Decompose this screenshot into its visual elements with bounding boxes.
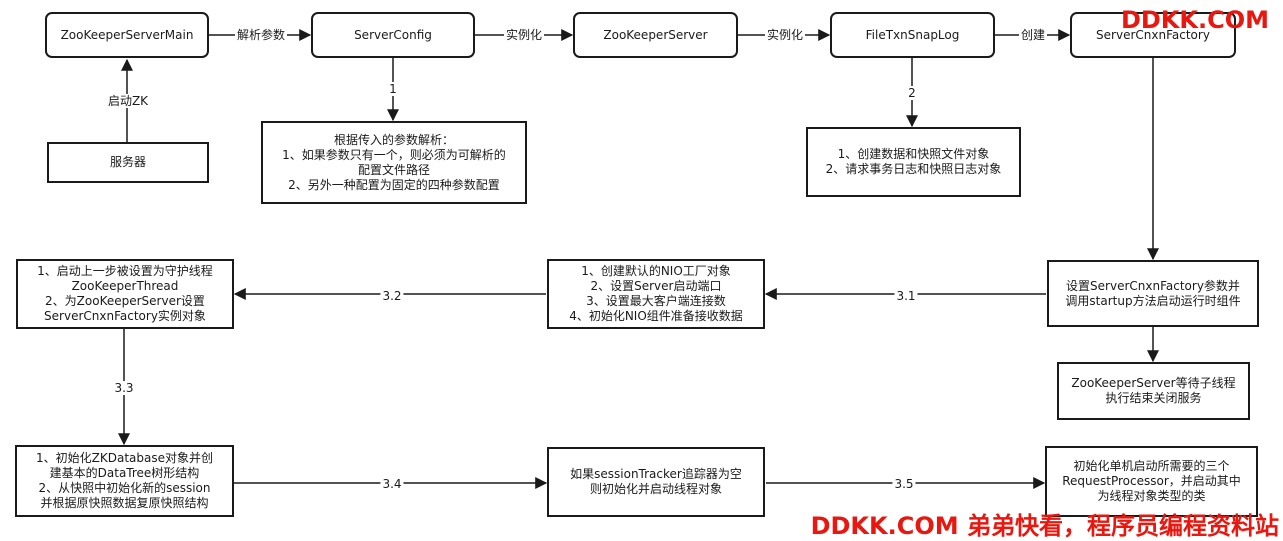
node-server-config-label: ServerConfig: [354, 27, 432, 42]
edge-label-step-1: 1: [387, 82, 399, 96]
node-wait-threads: ZooKeeperServer等待子线程 执行结束关闭服务: [1057, 362, 1250, 420]
node-setup-factory: 设置ServerCnxnFactory参数并 调用startup方法启动运行时组…: [1047, 260, 1259, 327]
node-request-processor: 初始化单机启动所需要的三个 RequestProcessor，并启动其中 为线程…: [1045, 446, 1258, 517]
node-files-note: 1、创建数据和快照文件对象 2、请求事务日志和快照日志对象: [806, 127, 1021, 197]
node-server-cnxn-factory: ServerCnxnFactory: [1070, 12, 1236, 58]
edge-label-step-3-2: 3.2: [380, 289, 404, 303]
node-session-tracker: 如果sessionTracker追踪器为空 则初始化并启动线程对象: [547, 447, 765, 517]
node-server-config: ServerConfig: [311, 12, 475, 58]
node-file-txn-snap-log: FileTxnSnapLog: [830, 12, 995, 58]
edge-label-start-zk: 启动ZK: [105, 94, 151, 108]
node-session-tracker-label: 如果sessionTracker追踪器为空 则初始化并启动线程对象: [570, 467, 742, 496]
edge-label-step-2: 2: [906, 86, 918, 100]
node-server-cnxn-factory-label: ServerCnxnFactory: [1096, 27, 1210, 42]
edge-label-instantiate-2: 实例化: [764, 28, 806, 42]
node-zk-database-label: 1、初始化ZKDatabase对象并创 建基本的DataTree树形结构 2、从…: [36, 451, 213, 510]
edge-label-step-3-4: 3.4: [380, 477, 404, 491]
node-zookeeper-server-main-label: ZooKeeperServerMain: [60, 27, 194, 42]
node-server-machine: 服务器: [47, 142, 209, 183]
node-setup-factory-label: 设置ServerCnxnFactory参数并 调用startup方法启动运行时组…: [1065, 278, 1241, 308]
node-zk-database: 1、初始化ZKDatabase对象并创 建基本的DataTree树形结构 2、从…: [15, 445, 234, 517]
edge-label-create: 创建: [1018, 28, 1048, 42]
node-zookeeper-server-main: ZooKeeperServerMain: [45, 12, 209, 58]
node-zookeeper-server-label: ZooKeeperServer: [603, 27, 708, 42]
node-zookeeper-server: ZooKeeperServer: [573, 12, 738, 58]
node-config-note-label: 根据传入的参数解析： 1、如果参数只有一个，则必须为可解析的 配置文件路径 2、…: [282, 132, 506, 192]
edge-label-step-3-5: 3.5: [892, 477, 916, 491]
node-nio-setup: 1、创建默认的NIO工厂对象 2、设置Server启动端口 3、设置最大客户端连…: [547, 259, 765, 329]
node-request-processor-label: 初始化单机启动所需要的三个 RequestProcessor，并启动其中 为线程…: [1062, 459, 1241, 503]
node-daemon-thread: 1、启动上一步被设置为守护线程 ZooKeeperThread 2、为ZooKe…: [16, 259, 234, 329]
edge-label-instantiate-1: 实例化: [503, 28, 545, 42]
node-nio-setup-label: 1、创建默认的NIO工厂对象 2、设置Server启动端口 3、设置最大客户端连…: [569, 264, 743, 323]
watermark-top: DDKK.COM: [1120, 6, 1269, 34]
edge-label-step-3-1: 3.1: [894, 289, 918, 303]
node-wait-threads-label: ZooKeeperServer等待子线程 执行结束关闭服务: [1071, 376, 1236, 405]
node-daemon-thread-label: 1、启动上一步被设置为守护线程 ZooKeeperThread 2、为ZooKe…: [37, 264, 213, 323]
watermark-bottom: DDKK.COM 弟弟快看，程序员编程资料站: [810, 512, 1279, 540]
node-files-note-label: 1、创建数据和快照文件对象 2、请求事务日志和快照日志对象: [825, 147, 1002, 176]
edge-label-step-3-3: 3.3: [112, 381, 136, 395]
edge-label-parse-args: 解析参数: [234, 28, 288, 42]
node-file-txn-snap-log-label: FileTxnSnapLog: [865, 27, 960, 42]
node-server-machine-label: 服务器: [109, 155, 146, 169]
node-config-note: 根据传入的参数解析： 1、如果参数只有一个，则必须为可解析的 配置文件路径 2、…: [261, 121, 527, 204]
